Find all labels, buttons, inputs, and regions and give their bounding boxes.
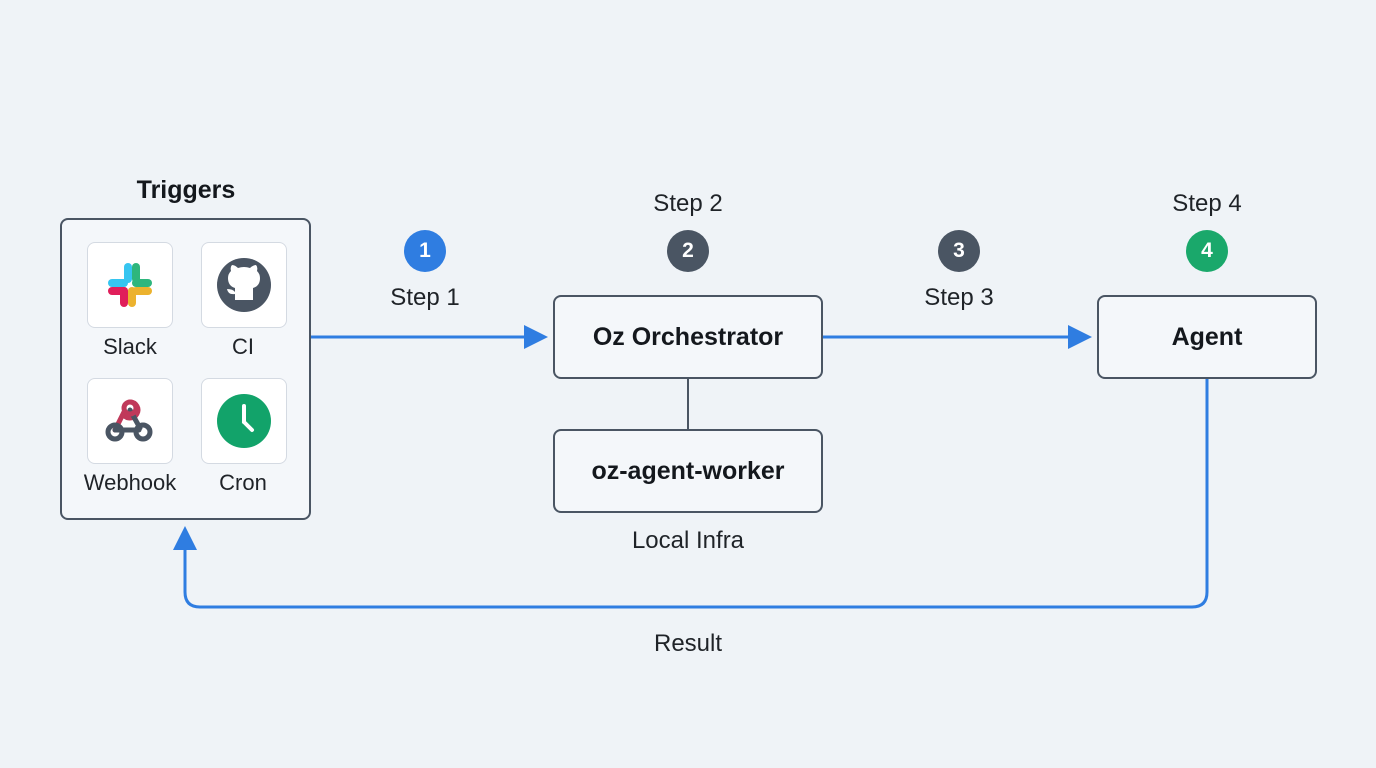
trigger-label: CI [232, 334, 254, 359]
slack-icon [108, 263, 152, 307]
triggers-title: Triggers [136, 176, 236, 204]
arrowhead-step3 [1068, 325, 1092, 349]
webhook-icon [105, 399, 153, 442]
step-2-badge: 2 [667, 230, 709, 272]
trigger-cron[interactable] [201, 378, 287, 464]
step-2-label: Step 2 [653, 190, 723, 217]
trigger-label: Webhook [83, 470, 177, 495]
arrowhead-step1 [524, 325, 548, 349]
result-label: Result [653, 630, 723, 657]
agent-node[interactable]: Agent [1097, 295, 1317, 379]
worker-node[interactable]: oz-agent-worker [553, 429, 823, 513]
step-3-label: Step 3 [924, 284, 994, 311]
trigger-ci[interactable] [201, 242, 287, 328]
github-icon [217, 258, 271, 312]
arrow-result [183, 378, 1209, 609]
step-4-label: Step 4 [1172, 190, 1242, 217]
step-3-badge: 3 [938, 230, 980, 272]
orchestrator-node[interactable]: Oz Orchestrator [553, 295, 823, 379]
trigger-slack[interactable] [87, 242, 173, 328]
clock-icon [217, 394, 271, 448]
trigger-label: Slack [103, 334, 157, 359]
step-1-badge: 1 [404, 230, 446, 272]
step-4-badge: 4 [1186, 230, 1228, 272]
worker-caption: Local Infra [631, 527, 745, 554]
trigger-label: Cron [219, 470, 267, 495]
trigger-webhook[interactable] [87, 378, 173, 464]
step-1-label: Step 1 [390, 284, 460, 311]
arrowhead-result [173, 526, 197, 550]
